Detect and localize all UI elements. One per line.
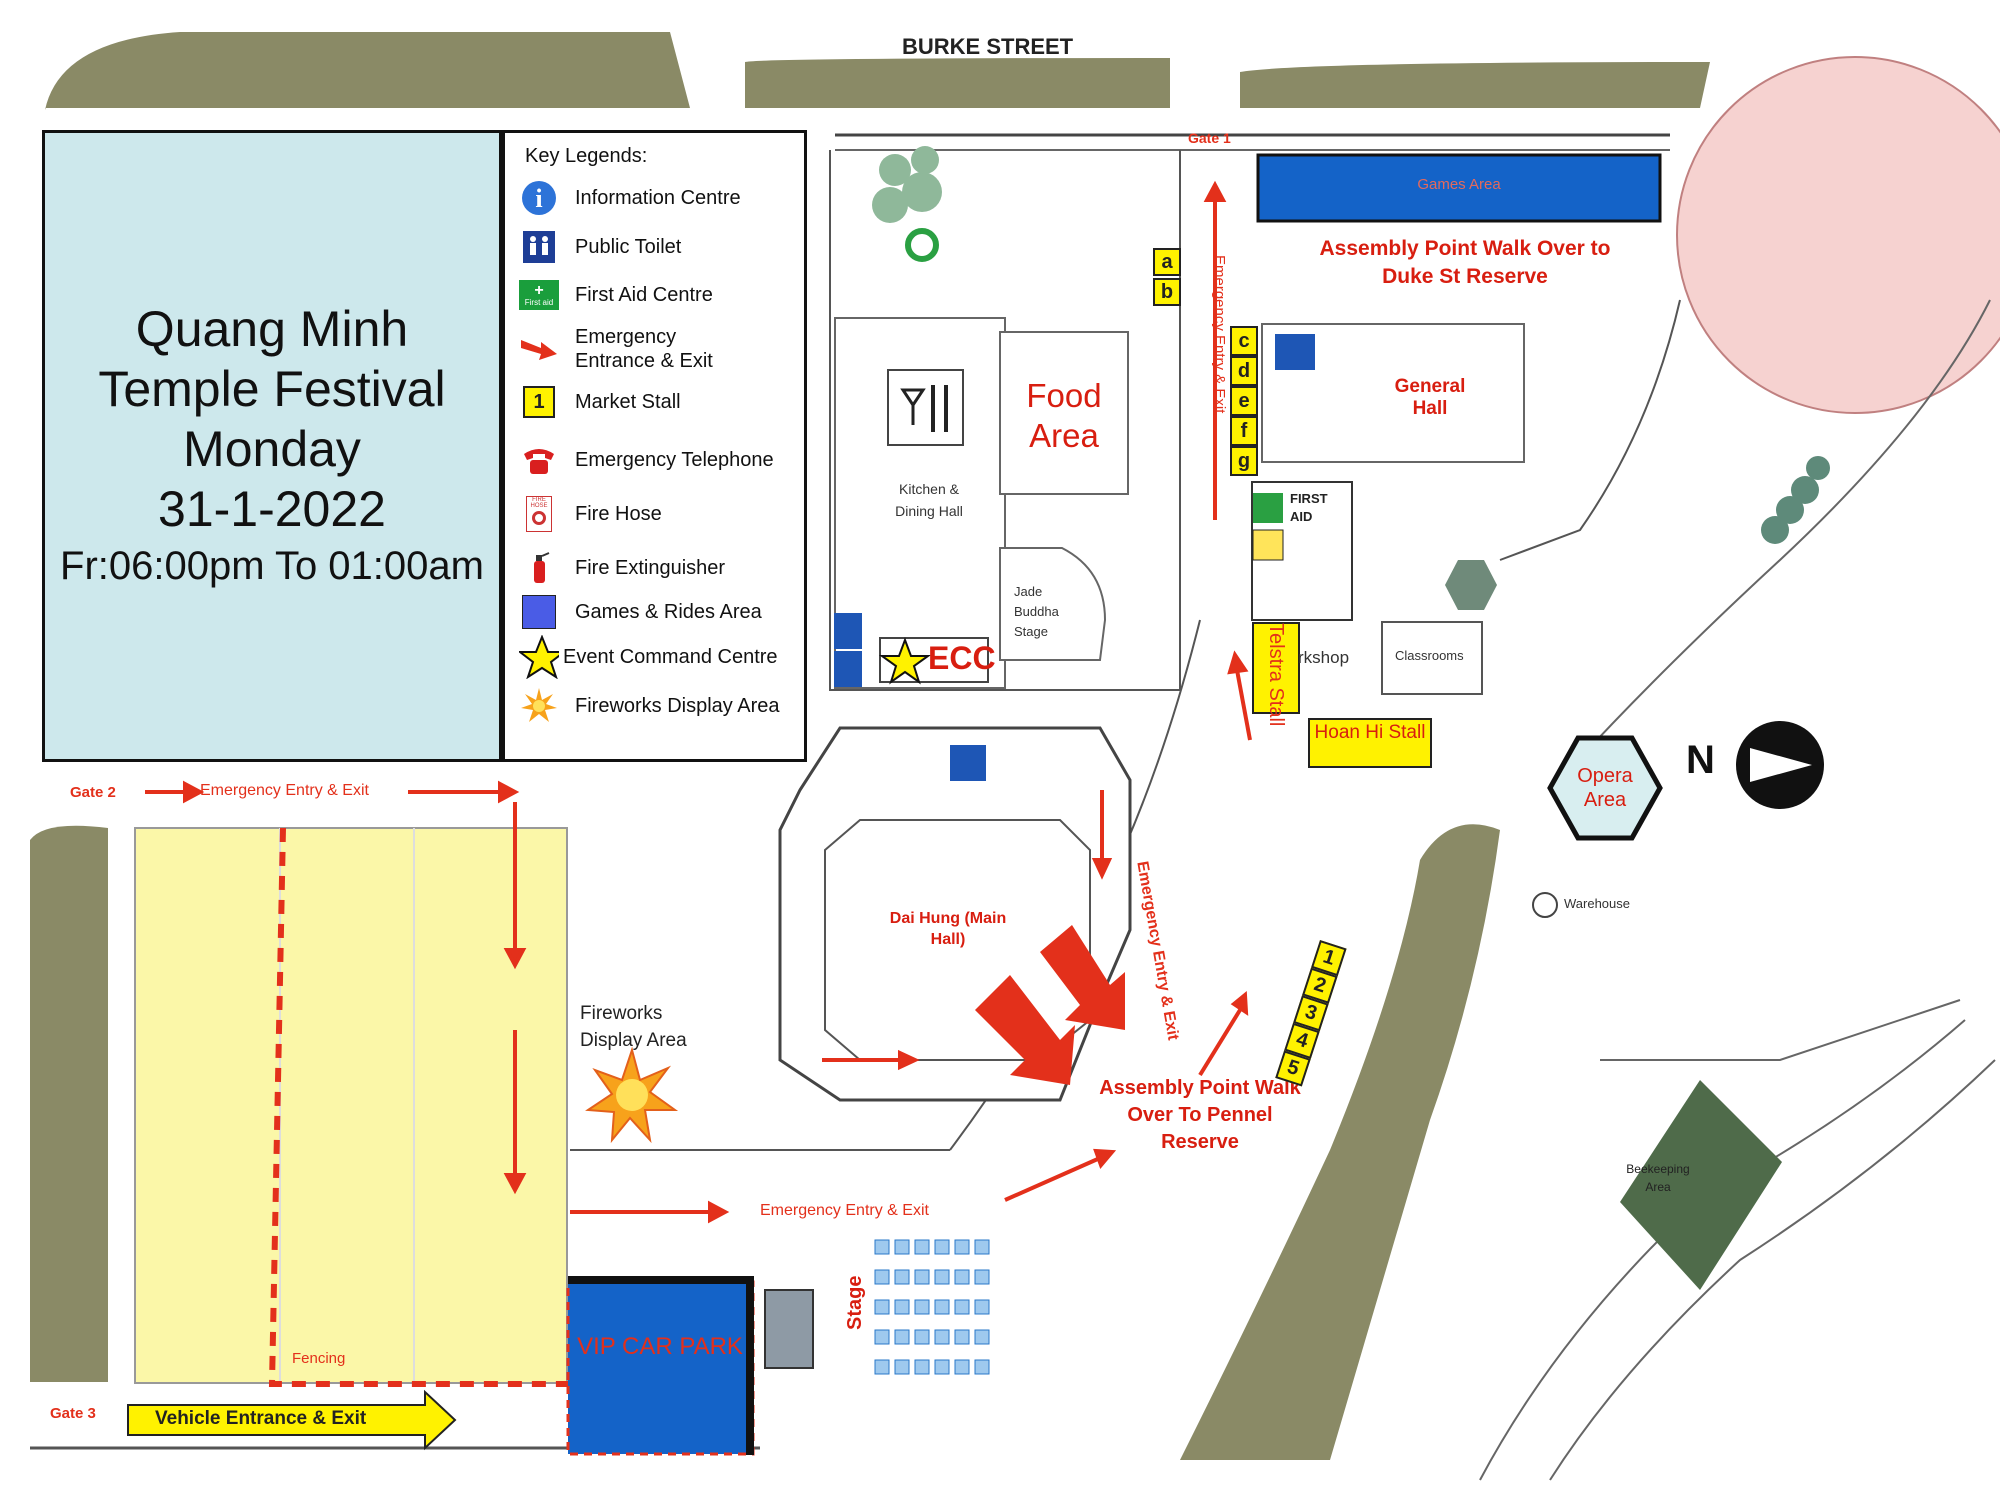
stall-a[interactable]: a — [1153, 248, 1181, 276]
svg-text:i: i — [535, 184, 542, 213]
top-right-block — [1240, 62, 1710, 108]
fireworks-label: Fireworks Display Area — [580, 1003, 687, 1051]
legend-row-extinguisher: Fire Extinguisher — [519, 551, 725, 585]
gate-1-label: Gate 1 — [1188, 130, 1231, 146]
legend-row-fireworks: Fireworks Display Area — [519, 688, 780, 723]
legend-row-market: 1 Market Stall — [519, 385, 681, 419]
legend-row-toilet: Public Toilet — [519, 230, 681, 264]
fire-hose-icon: FIRE HOSE — [519, 496, 559, 532]
market-stall-icon: 1 — [519, 385, 559, 419]
dai-hung-label: Dai Hung (Main Hall) — [889, 910, 1007, 948]
legend-row-first-aid: + First aid First Aid Centre — [519, 278, 713, 312]
first-aid-icon: + First aid — [519, 278, 559, 312]
legend-row-emergency: Emergency Entrance & Exit — [519, 325, 735, 373]
emergency-gate2-label: Emergency Entry & Exit — [200, 782, 369, 799]
title-line-1: Quang Minh — [135, 301, 409, 357]
fencing-label: Fencing — [292, 1350, 346, 1367]
telephone-icon — [519, 443, 559, 477]
title-line-4: 31-1-2022 — [158, 481, 386, 537]
gate-3-label: Gate 3 — [50, 1405, 96, 1422]
car-park-area — [134, 827, 568, 1384]
left-strip-block — [30, 825, 108, 1382]
street-label-burke: BURKE STREET — [902, 34, 1074, 59]
legend-header: Key Legends: — [525, 145, 648, 167]
classroom-label: Classrooms — [1395, 648, 1464, 663]
jade-stage-label: Jade Buddha Stage — [1014, 584, 1059, 639]
assembly-duke-label: Assembly Point Walk Over to Duke St Rese… — [1319, 237, 1611, 288]
games-area-label: Games Area — [1417, 176, 1501, 193]
games-area-icon — [519, 595, 559, 629]
phone-icon-map — [1252, 529, 1284, 561]
top-left-block — [45, 32, 690, 110]
stage-label: Stage — [844, 1275, 866, 1330]
hoan-hi-stall[interactable]: Hoan Hi Stall — [1308, 718, 1432, 768]
telstra-stall[interactable]: Telstra Stall — [1252, 622, 1300, 727]
opera-hexagon — [1547, 735, 1663, 841]
toilet-icon — [519, 230, 559, 264]
market-stalls-cdefg: c d e f g — [1230, 326, 1258, 476]
stall-c[interactable]: c — [1230, 326, 1258, 356]
vehicle-entrance-label: Vehicle Entrance & Exit — [155, 1408, 367, 1429]
assembly-pennel-label: Assembly Point Walk Over To Pennel Reser… — [1099, 1077, 1301, 1153]
toilet-icon-general-hall — [1275, 334, 1315, 370]
title-line-5: Fr:06:00pm To 01:00am — [60, 544, 484, 588]
stall-b[interactable]: b — [1153, 278, 1181, 306]
stall-d[interactable]: d — [1230, 356, 1258, 386]
telstra-stall-label: Telstra Stall — [1265, 623, 1287, 727]
fireworks-icon — [519, 688, 559, 723]
toilet-icon-food-2 — [834, 651, 862, 687]
fencing-line — [268, 827, 573, 1387]
market-stalls-ab: a b — [1153, 248, 1181, 306]
toilet-icon-main-hall — [950, 745, 986, 781]
legend-panel: Key Legends: i Information Centre Public… — [502, 130, 807, 762]
top-mid-block — [745, 58, 1170, 108]
toilet-icon-food-1 — [834, 613, 862, 649]
beekeeping-label: Beekeeping Area — [1626, 1162, 1690, 1194]
red-arrow-icon — [519, 332, 559, 366]
warehouse-label: Warehouse — [1564, 896, 1630, 911]
legend-row-info: i Information Centre — [519, 181, 741, 215]
legend-row-ecc: Event Command Centre — [519, 635, 778, 679]
emergency-bottom-label: Emergency Entry & Exit — [760, 1202, 929, 1219]
stall-g[interactable]: g — [1230, 446, 1258, 476]
first-aid-box-label: FIRST AID — [1290, 491, 1328, 524]
title-line-2: Temple Festival — [98, 361, 446, 417]
workshop-label: rkshop — [1298, 648, 1350, 667]
legend-row-fire-hose: FIRE HOSE Fire Hose — [519, 496, 662, 532]
general-hall-label: General Hall — [1394, 376, 1466, 419]
north-label: N — [1686, 738, 1715, 782]
first-aid-icon-map — [1253, 493, 1283, 523]
gate-2-label: Gate 2 — [70, 784, 116, 801]
stall-f[interactable]: f — [1230, 416, 1258, 446]
star-icon — [519, 635, 559, 679]
title-panel: Quang Minh Temple Festival Monday 31-1-2… — [42, 130, 502, 762]
kitchen-label: Kitchen & Dining Hall — [895, 481, 963, 519]
recycle-icon — [905, 228, 939, 262]
emergency-top-label: Emergency Entry & Exit — [1211, 255, 1228, 414]
ecc-label: ECC — [928, 640, 996, 676]
opera-area-label: Opera Area — [1577, 765, 1633, 811]
pink-circle-area — [1676, 56, 2000, 414]
diagonal-olive-band — [1180, 824, 1500, 1460]
legend-row-telephone: Emergency Telephone — [519, 443, 774, 477]
title-line-3: Monday — [183, 421, 361, 477]
vip-car-park-label: VIP CAR PARK — [577, 1333, 743, 1360]
info-icon: i — [519, 181, 559, 215]
stall-e[interactable]: e — [1230, 386, 1258, 416]
legend-row-games: Games & Rides Area — [519, 595, 762, 629]
fire-extinguisher-icon — [519, 551, 559, 585]
food-area-label: Food Area — [1026, 377, 1102, 454]
